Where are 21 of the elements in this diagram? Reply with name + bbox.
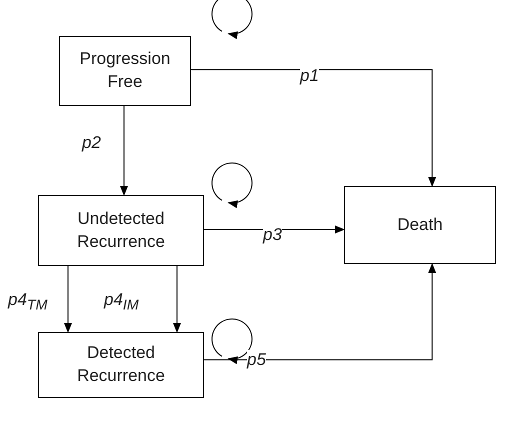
arrow <box>204 226 345 234</box>
self-loop-arrow <box>212 162 252 208</box>
state-box <box>38 332 204 398</box>
edge-label: p5 <box>247 350 266 370</box>
edge-label: p3 <box>263 225 282 246</box>
state-box <box>38 195 204 266</box>
arrow <box>190 69 436 187</box>
state-label: Detected Recurrence <box>76 342 166 387</box>
state-label: Progression Free <box>78 48 172 93</box>
arrow <box>120 106 128 196</box>
self-loop-arrow <box>212 318 252 364</box>
state-box <box>59 36 191 106</box>
arrow <box>204 263 436 360</box>
self-loop-arrow <box>212 0 252 39</box>
state-box <box>344 186 496 264</box>
state-label: Death <box>397 214 443 236</box>
arrow <box>64 266 72 333</box>
state-label: Undetected Recurrence <box>76 208 166 252</box>
edge-label: p1 <box>300 66 319 86</box>
arrow <box>173 266 181 333</box>
edge-label: p2 <box>82 133 101 154</box>
